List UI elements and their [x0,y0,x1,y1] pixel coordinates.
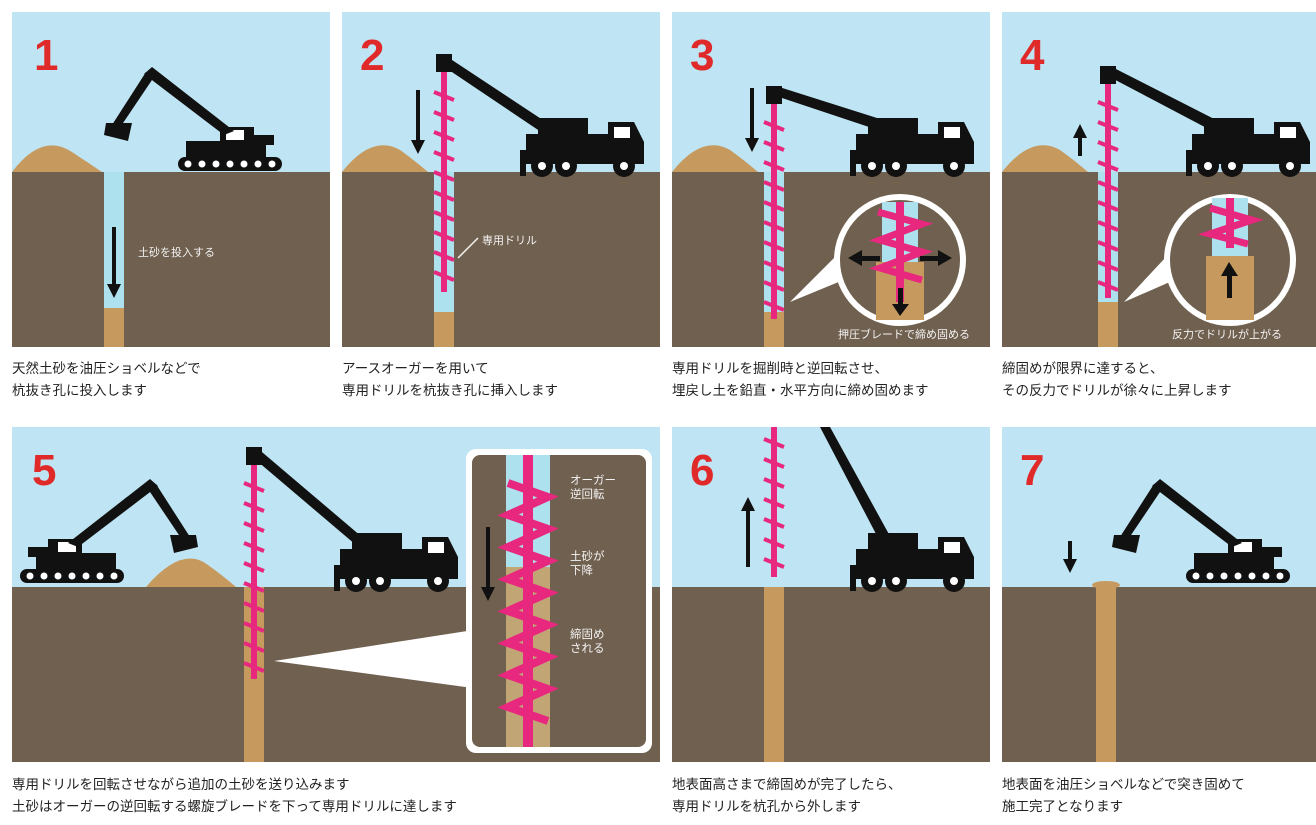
up-arrow-icon [741,497,755,567]
down-arrow-icon [745,88,759,152]
step-2-caption: アースオーガーを用いて 専用ドリルを杭抜き孔に挿入します [342,361,558,399]
compacted-label: 締固め される [570,627,605,655]
step-7-caption: 地表面を油圧ショベルなどで突き固めて 施工完了となります [1002,777,1245,815]
step-6-panel: 6 [672,427,990,762]
step-2-illustration [342,12,660,347]
step-label: 土砂を投入する [138,246,215,259]
step-label: 押圧ブレードで締め固める [838,328,970,341]
step-4-illustration [1002,12,1316,347]
step-1-caption: 天然土砂を油圧ショベルなどで 杭抜き孔に投入します [12,361,201,399]
step-3-illustration [672,12,990,347]
step-4-panel: 4 反力でドリルが上がる [1002,12,1316,347]
step-3-caption: 専用ドリルを掘削時と逆回転させ、 埋戻し土を鉛直・水平方向に締め固めます [672,361,929,399]
up-arrow-icon [1221,262,1238,298]
step-3-panel: 3 押圧ブレードで締め固める [672,12,990,347]
step-5-caption: 専用ドリルを回転させながら追加の土砂を送り込みます 土砂はオーガーの逆回転する螺… [12,777,457,815]
soil-descend-label: 土砂が 下降 [570,549,605,577]
detail-inset [466,449,652,753]
step-number: 1 [34,31,59,80]
step-6-caption: 地表面高さまで締固めが完了したら、 専用ドリルを杭孔から外します [672,777,902,815]
compaction-arrows-icon [848,250,952,316]
drill-icon [763,104,785,319]
drill-icon [243,465,265,679]
down-arrow-icon [1063,541,1077,573]
step-label: 専用ドリル [482,234,537,247]
step-7-panel: 7 [1002,427,1316,762]
drill-icon [763,427,785,577]
step-number: 7 [1020,446,1045,495]
step-4-caption: 締固めが限界に達すると、 その反力でドリルが徐々に上昇します [1002,361,1232,399]
drill-icon [433,72,455,292]
drill-icon [1097,84,1119,298]
callout-circle [834,194,966,326]
step-5-panel: 5 オーガー 逆回転 土砂が 下降 締固め される [12,427,660,762]
step-6-illustration [672,427,990,762]
step-1-panel: 1 土砂を投入する [12,12,330,347]
callout-circle [1164,194,1296,326]
up-arrow-icon [1073,124,1087,156]
step-2-panel: 2 専用ドリル [342,12,660,347]
step-1-illustration [12,12,330,347]
step-7-illustration [1002,427,1316,762]
step-number: 2 [360,31,385,80]
step-number: 5 [32,446,57,495]
down-arrow-icon [411,90,425,154]
auger-reverse-label: オーガー 逆回転 [570,473,616,501]
step-label: 反力でドリルが上がる [1172,328,1282,341]
down-arrow-icon [481,527,495,601]
soil-pile [12,145,102,172]
step-5-illustration [12,427,660,762]
step-number: 4 [1020,31,1045,80]
down-arrow-icon [107,227,121,298]
step-number: 6 [690,446,715,495]
step-number: 3 [690,31,715,80]
